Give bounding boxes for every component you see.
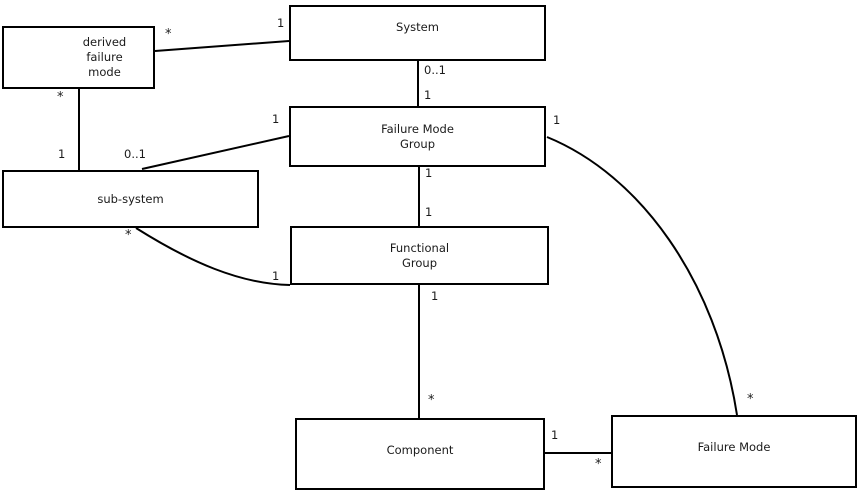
multiplicity-label-system-to-fmg-zero-one: 0..1 [424,63,446,77]
multiplicity-label-component-to-fm-one: 1 [551,428,559,442]
class-box-derived-failure-mode[interactable]: derived failure mode [2,26,155,89]
association-edge-failure-mode-group--failure-mode [546,136,738,416]
multiplicity-label-fg-to-component-one: 1 [431,289,439,303]
class-box-label-derived-failure-mode: derived failure mode [82,35,127,79]
multiplicity-label-component-to-fg-star: * [428,393,435,408]
class-box-label-failure-mode-group: Failure Mode Group [381,121,454,151]
class-box-label-failure-mode: Failure Mode [697,440,771,454]
multiplicity-label-subsystem-to-fmg-zero-one: 0..1 [124,147,146,161]
multiplicity-label-subsystem-to-dfm-one: 1 [58,147,66,161]
class-box-functional-group[interactable]: Functional Group [290,226,549,285]
association-edge-sub-system--functional-group [135,227,291,286]
class-box-failure-mode[interactable]: Failure Mode [611,415,857,488]
multiplicity-label-dfm-to-system-star: * [165,27,172,42]
class-box-label-system: System [396,19,439,34]
multiplicity-label-fmg-to-subsystem-one: 1 [272,112,280,126]
multiplicity-label-fg-to-fmg-one: 1 [425,205,433,219]
class-box-sub-system[interactable]: sub-system [2,170,259,228]
multiplicity-label-fmg-to-fm-one: 1 [553,113,561,127]
class-box-label-component: Component [386,442,454,457]
multiplicity-label-fmg-to-system-one: 1 [424,88,432,102]
class-box-label-sub-system: sub-system [97,191,164,206]
association-edge-derived-failure-mode--system [154,40,290,52]
class-box-label-functional-group: Functional Group [389,240,450,270]
multiplicity-label-fg-to-subsystem-one: 1 [272,269,280,283]
multiplicity-label-fmg-to-fg-one: 1 [425,166,433,180]
class-box-system[interactable]: System [289,5,546,61]
multiplicity-label-fm-to-fmg-star: * [747,392,754,407]
class-box-failure-mode-group[interactable]: Failure Mode Group [289,106,546,167]
class-box-component[interactable]: Component [295,418,545,490]
association-edge-sub-system--failure-mode-group [141,135,290,170]
multiplicity-label-subsystem-to-fg-star: * [125,228,132,243]
multiplicity-label-dfm-to-subsystem-star: * [57,90,64,105]
multiplicity-label-system-to-dfm-one: 1 [277,16,285,30]
multiplicity-label-fm-to-component-star: * [595,457,602,472]
